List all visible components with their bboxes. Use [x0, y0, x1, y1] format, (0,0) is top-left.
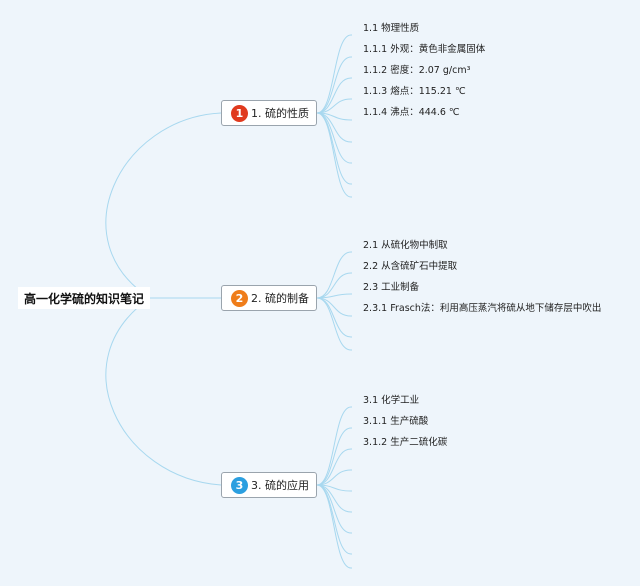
root-topic[interactable]: 高一化学硫的知识笔记 [18, 287, 150, 309]
leaf-item[interactable]: 3.1.1 生产硫酸 [363, 416, 429, 427]
leaf-item[interactable]: 1.1.2 密度：2.07 g/cm³ [363, 65, 471, 76]
branch-sulfur-preparation[interactable]: 2 2. 硫的制备 [221, 285, 317, 311]
branch-1-leaf-connector-1 [316, 34, 352, 114]
leaf-item[interactable]: 2.3.1 Frasch法：利用高压蒸汽将硫从地下储存层中吹出 [363, 303, 602, 314]
branch-label: 3. 硫的应用 [251, 479, 309, 492]
branch-2-leaf-connector-5 [316, 297, 352, 338]
leaf-item[interactable]: 2.2 从含硫矿石中提取 [363, 261, 458, 272]
leaf-item[interactable]: 2.1 从硫化物中制取 [363, 240, 448, 251]
branch-1-leaf-connector-4 [316, 98, 352, 114]
branch-1-leaf-connector-9 [316, 112, 352, 198]
branch-3-leaf-connector-9 [316, 484, 352, 569]
branch-3-leaf-connector-1 [316, 406, 352, 486]
leaf-item[interactable]: 3.1 化学工业 [363, 395, 420, 406]
branch-3-leaf-connector-2 [316, 427, 352, 486]
number-badge-icon: 1 [231, 104, 248, 122]
branch-1-leaf-connector-3 [316, 77, 352, 114]
branch-1-leaf-connector-2 [316, 56, 352, 114]
branch-1-leaf-connector-8 [316, 112, 352, 185]
root-to-branch-1-connector [105, 112, 222, 299]
leaf-item[interactable]: 1.1.1 外观：黄色非金属固体 [363, 44, 486, 55]
number-badge-icon: 3 [231, 476, 248, 494]
branch-3-leaf-connector-4 [316, 469, 352, 486]
branch-2-leaf-connector-3 [316, 293, 352, 299]
branch-sulfur-properties[interactable]: 1 1. 硫的性质 [221, 100, 317, 126]
root-to-branch-3-connector [105, 297, 222, 486]
leaf-item[interactable]: 1.1.4 沸点：444.6 ℃ [363, 107, 460, 118]
branch-1-leaf-connector-6 [316, 112, 352, 143]
branch-2-leaf-connector-4 [316, 297, 352, 317]
branch-3-leaf-connector-3 [316, 448, 352, 486]
branch-label: 1. 硫的性质 [251, 107, 309, 120]
root-topic-label: 高一化学硫的知识笔记 [23, 291, 144, 306]
branch-3-leaf-connector-6 [316, 484, 352, 513]
leaf-item[interactable]: 2.3 工业制备 [363, 282, 420, 293]
branch-1-leaf-connector-5 [316, 112, 352, 121]
leaf-item[interactable]: 1.1 物理性质 [363, 23, 420, 34]
branch-2-leaf-connector-1 [316, 251, 352, 299]
branch-2-leaf-connector-2 [316, 272, 352, 299]
branch-label: 2. 硫的制备 [251, 292, 309, 305]
branch-3-leaf-connector-7 [316, 484, 352, 534]
leaf-item[interactable]: 3.1.2 生产二硫化碳 [363, 437, 448, 448]
branch-2-leaf-connector-6 [316, 297, 352, 351]
branch-3-leaf-connector-5 [316, 484, 352, 492]
leaf-item[interactable]: 1.1.3 熔点：115.21 ℃ [363, 86, 466, 97]
branch-3-leaf-connector-8 [316, 484, 352, 555]
number-badge-icon: 2 [231, 289, 248, 307]
branch-sulfur-applications[interactable]: 3 3. 硫的应用 [221, 472, 317, 498]
